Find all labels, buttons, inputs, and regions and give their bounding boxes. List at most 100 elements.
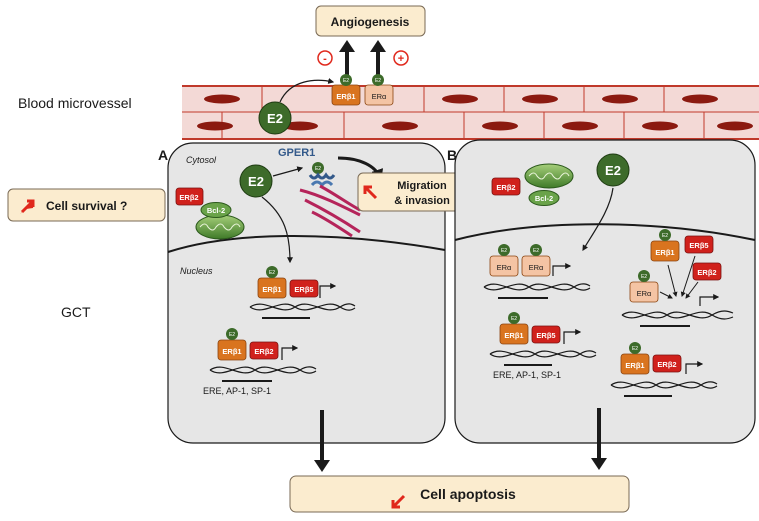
cytosol-e2-text: E2 xyxy=(248,174,264,189)
bcl2-b: Bcl-2 xyxy=(528,190,560,206)
nuclear-a2-er-beta1-text: ERβ1 xyxy=(222,347,241,356)
nuclear-complex-b1: E2 ERα E2 ERα xyxy=(483,244,591,299)
svg-text:E2: E2 xyxy=(229,332,235,338)
blood-microvessel-label: Blood microvessel xyxy=(18,95,132,111)
svg-text:E2: E2 xyxy=(533,248,539,254)
nuclear-complex-b2: E2 ERβ1 ERβ5 ERβ2 E2 ERα xyxy=(621,229,734,327)
nuclear-complex-b3: E2 ERβ1 ERβ5 xyxy=(489,312,597,366)
svg-text:E2: E2 xyxy=(641,274,647,280)
cytosol-label: Cytosol xyxy=(186,155,217,165)
vessel-e2-arrow xyxy=(279,78,335,103)
transcription-arrow-a1 xyxy=(319,283,337,298)
vessel-e2-text: E2 xyxy=(267,111,283,126)
panel-a-letter: A xyxy=(158,147,168,163)
nuclear-complex-a1: E2 ERβ1 ERβ5 xyxy=(249,266,356,319)
svg-text:E2: E2 xyxy=(343,78,349,84)
nuclear-b4-er-beta1-text: ERβ1 xyxy=(625,361,644,370)
response-elements-a: ERE, AP-1, SP-1 xyxy=(203,386,271,396)
angiogenesis-text: Angiogenesis xyxy=(331,15,410,29)
bcl2-a-text: Bcl-2 xyxy=(207,206,225,215)
cell-apoptosis-text: Cell apoptosis xyxy=(420,486,516,502)
cytosol-er-beta2-a: ERβ2 xyxy=(175,187,204,206)
gper1-label: GPER1 xyxy=(278,147,315,159)
apoptosis-down-arrow-icon xyxy=(391,494,406,509)
transcription-arrow-b4 xyxy=(685,361,704,374)
nuclear-b2-er-beta2-text: ERβ2 xyxy=(697,268,716,277)
svg-text:E2: E2 xyxy=(662,233,668,239)
nuclear-a2-er-beta2-text: ERβ2 xyxy=(254,347,273,356)
vessel-er-alpha-receptor: E2 ERα xyxy=(364,74,394,106)
red-blood-cells xyxy=(197,94,753,131)
transcription-arrow-b1 xyxy=(552,263,572,276)
svg-text:E2: E2 xyxy=(511,316,517,322)
vessel-er-beta1-receptor: E2 ERβ1 xyxy=(331,74,361,106)
bcl2-b-text: Bcl-2 xyxy=(535,194,553,203)
transcription-arrow-b3 xyxy=(563,329,582,344)
nuclear-b3-er-beta1-text: ERβ1 xyxy=(504,331,523,340)
nuclear-complex-b4: E2 ERβ1 ERβ2 xyxy=(610,342,718,397)
angiogenesis-box xyxy=(315,5,426,37)
cell-b: B ERβ2 Bcl-2 E2 E2 ERα E2 xyxy=(447,139,756,470)
vessel-e2-molecule: E2 xyxy=(258,101,292,135)
cell-a: A Cytosol Nucleus GPER1 E2 E2 xyxy=(158,142,471,472)
nuclear-b2-er-beta5-text: ERβ5 xyxy=(689,241,708,250)
nuclear-b2-er-beta1-text: ERβ1 xyxy=(655,248,674,257)
cell-survival-arrow-fill xyxy=(20,200,34,214)
minus-sign: - xyxy=(323,53,327,65)
nuclear-membrane-b xyxy=(454,223,756,241)
angiogenesis-arrows xyxy=(339,40,386,75)
minus-badge: - xyxy=(317,50,333,66)
e2-to-nucleus-arrow xyxy=(261,196,293,264)
svg-text:E2: E2 xyxy=(632,346,638,352)
nuclear-a1-er-beta1-text: ERβ1 xyxy=(262,285,281,294)
nuclear-b2-er-alpha-text: ERα xyxy=(637,289,652,298)
cell-survival-text: Cell survival ? xyxy=(46,199,127,213)
angiogenesis-label-group: Angiogenesis xyxy=(315,5,426,37)
svg-text:E2: E2 xyxy=(501,248,507,254)
migration-text-line1: Migration xyxy=(397,180,447,192)
nuclear-b4-er-beta2-text: ERβ2 xyxy=(657,360,676,369)
migration-down-arrow-icon xyxy=(363,185,378,200)
arrowhead-up-right xyxy=(370,40,386,52)
plus-badge: + xyxy=(393,50,409,66)
migration-invasion-box: Migration & invasion xyxy=(357,172,471,212)
cytosol-er-beta2-b-text: ERβ2 xyxy=(496,183,515,192)
endoplasmic-reticulum xyxy=(299,184,361,238)
migration-text-line2: & invasion xyxy=(394,195,450,207)
e2-to-nucleus-arrow-b xyxy=(582,187,614,252)
cytosol-e2-molecule-b: E2 xyxy=(596,153,630,187)
cytosol-e2-molecule: E2 xyxy=(239,164,273,198)
arrowhead-up-left xyxy=(339,40,355,52)
nuclear-membrane-a xyxy=(167,234,446,253)
svg-text:E2: E2 xyxy=(315,166,321,172)
apoptosis-arrowhead-b xyxy=(591,458,607,470)
cytosol-er-beta2-a-text: ERβ2 xyxy=(179,193,198,202)
blood-microvessel: E2 E2 ERβ1 E2 ERα xyxy=(182,74,759,140)
nuclear-complex-a2: E2 ERβ1 ERβ2 xyxy=(209,328,317,382)
cytosol-er-beta2-b: ERβ2 xyxy=(491,177,521,196)
transcription-arrow-b2 xyxy=(699,294,720,306)
nuclear-a1-er-beta5-text: ERβ5 xyxy=(294,285,313,294)
nuclear-b3-er-beta5-text: ERβ5 xyxy=(536,331,555,340)
response-elements-b: ERE, AP-1, SP-1 xyxy=(493,370,561,380)
svg-text:E2: E2 xyxy=(375,78,381,84)
e2-to-gper1-arrow xyxy=(272,166,304,177)
transcription-arrow-a2 xyxy=(281,345,299,360)
gct-label: GCT xyxy=(61,304,91,320)
bcl2-a: Bcl-2 xyxy=(200,202,232,218)
gper1-receptor: E2 xyxy=(308,162,336,188)
nucleus-label: Nucleus xyxy=(180,266,213,276)
mitochondrion-a xyxy=(195,214,245,240)
plus-sign: + xyxy=(398,53,404,65)
vessel-er-beta1-text: ERβ1 xyxy=(336,92,355,101)
svg-text:E2: E2 xyxy=(269,270,275,276)
vessel-er-alpha-text: ERα xyxy=(372,92,387,101)
mitochondrion-b xyxy=(524,163,574,189)
apoptosis-arrowhead-a xyxy=(314,460,330,472)
nuclear-b1-er-alpha-right: ERα xyxy=(529,263,544,272)
nuclear-b1-er-alpha-left: ERα xyxy=(497,263,512,272)
panel-b-letter: B xyxy=(447,147,457,163)
cell-apoptosis-box: Cell apoptosis xyxy=(289,475,630,513)
cell-survival-box: Cell survival ? xyxy=(7,188,166,222)
